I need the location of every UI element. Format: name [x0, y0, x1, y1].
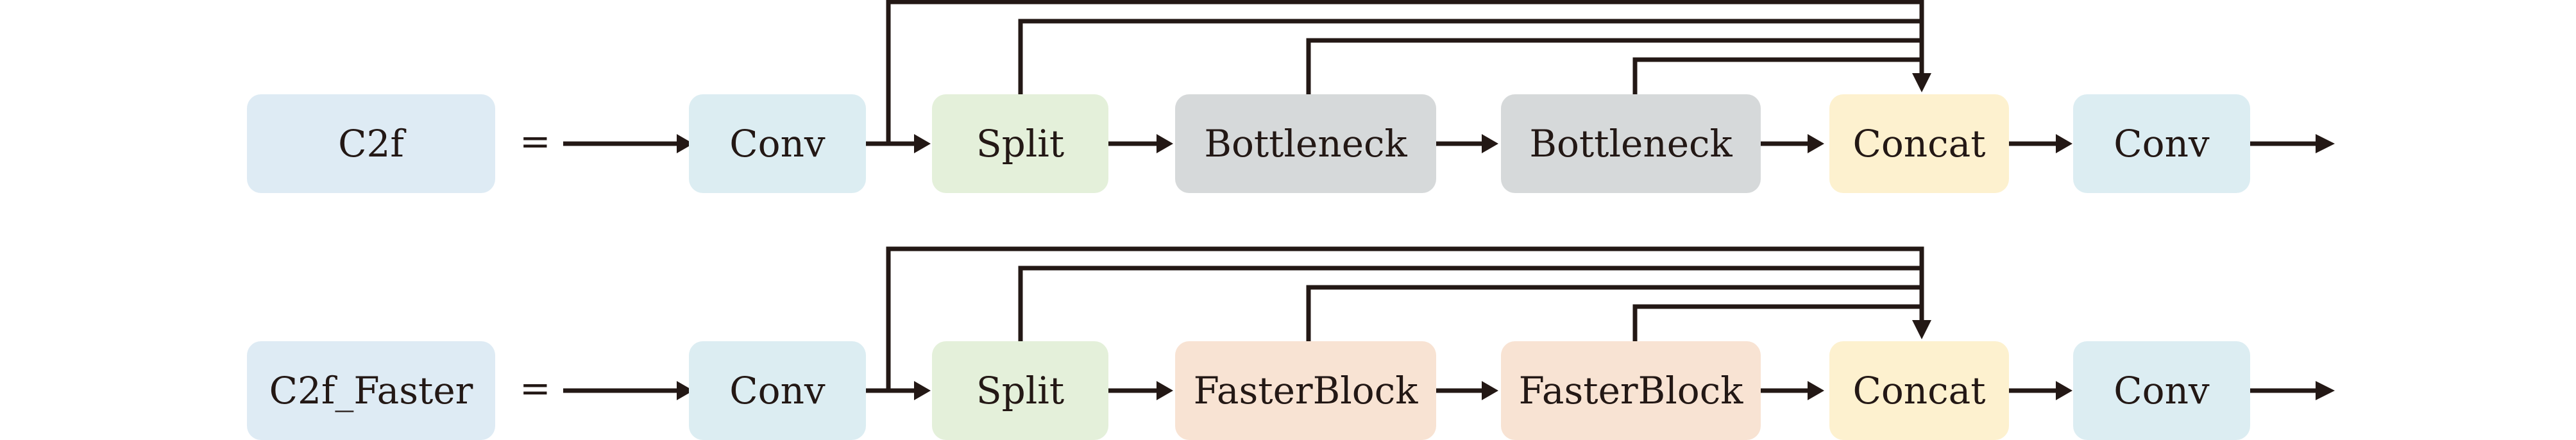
r2-skip-split-concat: [1018, 266, 1922, 341]
r2-skip-conv-concat: [886, 246, 1924, 391]
r2-skip-f1-concat: [1306, 285, 1922, 341]
row2-name-box: C2f_Faster: [247, 341, 495, 440]
row1-equals-sign: =: [520, 119, 551, 163]
row2-fasterblock-1: FasterBlock: [1175, 341, 1436, 440]
row2-fasterblock-2: FasterBlock: [1501, 341, 1761, 440]
r1-skip-b2-concat: [1632, 57, 1922, 94]
r1-arrowheads: [677, 73, 2335, 153]
row2-conv-in: Conv: [689, 341, 866, 440]
row1-conv-out: Conv: [2073, 94, 2250, 193]
row1-conv-in: Conv: [689, 94, 866, 193]
row1-split: Split: [932, 94, 1108, 193]
r2-skip-f2-concat: [1632, 304, 1922, 341]
r1-skip-conv-concat: [886, 0, 1924, 144]
row1-bottleneck-1: Bottleneck: [1175, 94, 1436, 193]
row2-concat: Concat: [1829, 341, 2009, 440]
row2-conv-out: Conv: [2073, 341, 2250, 440]
row1-concat: Concat: [1829, 94, 2009, 193]
r2-arrowheads: [677, 320, 2335, 400]
row2-split: Split: [932, 341, 1108, 440]
row2-equals-sign: =: [520, 366, 551, 410]
row1-bottleneck-2: Bottleneck: [1501, 94, 1761, 193]
row1-name-box: C2f: [247, 94, 495, 193]
r1-skip-b1-concat: [1306, 38, 1922, 94]
r1-skip-split-concat: [1018, 19, 1922, 94]
